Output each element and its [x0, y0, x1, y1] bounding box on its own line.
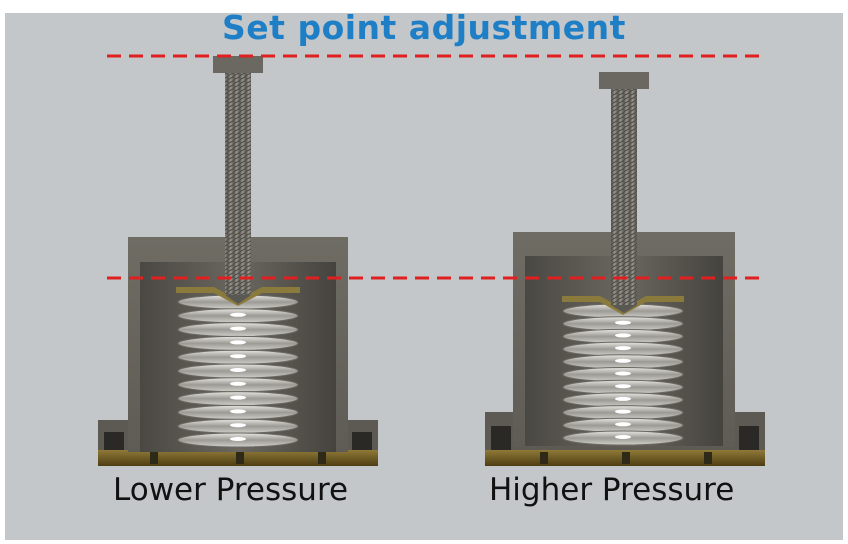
spring-coil-highlight	[230, 354, 246, 359]
lower-pressure-label: Lower Pressure	[113, 472, 349, 508]
spring-coil-highlight	[615, 358, 631, 363]
spring-coil-highlight	[615, 435, 631, 439]
spring-coil-highlight	[230, 326, 246, 331]
higher-pressure-label: Higher Pressure	[489, 472, 735, 508]
left-assembly	[98, 56, 378, 466]
left-adjustment-bolt	[213, 56, 263, 304]
spring-coil-highlight	[230, 312, 246, 317]
right-spring	[562, 303, 684, 446]
spring-coil-highlight	[615, 371, 631, 376]
right-adjustment-bolt	[599, 72, 649, 313]
spring-coil-highlight	[615, 333, 631, 338]
spring-coil-highlight	[230, 423, 246, 428]
spring-coil-highlight	[230, 437, 246, 441]
spring-coil-highlight	[230, 368, 246, 372]
spring-coil-highlight	[615, 396, 631, 401]
spring-coil-highlight	[615, 409, 631, 414]
spring-coil-highlight	[230, 409, 246, 414]
right-assembly	[485, 72, 765, 466]
spring-coil-highlight	[615, 384, 631, 389]
spring-coil-highlight	[615, 320, 631, 325]
spring-coil-highlight	[230, 395, 246, 400]
spring-coil-highlight	[230, 340, 246, 345]
diagram-title: Set point adjustment	[222, 8, 626, 47]
spring-coil-highlight	[615, 346, 631, 351]
spring-coil-highlight	[615, 422, 631, 427]
right-spring-cap	[562, 296, 684, 315]
left-spring	[177, 294, 299, 448]
spring-coil-highlight	[230, 381, 246, 386]
left-spring-cap	[176, 287, 300, 306]
